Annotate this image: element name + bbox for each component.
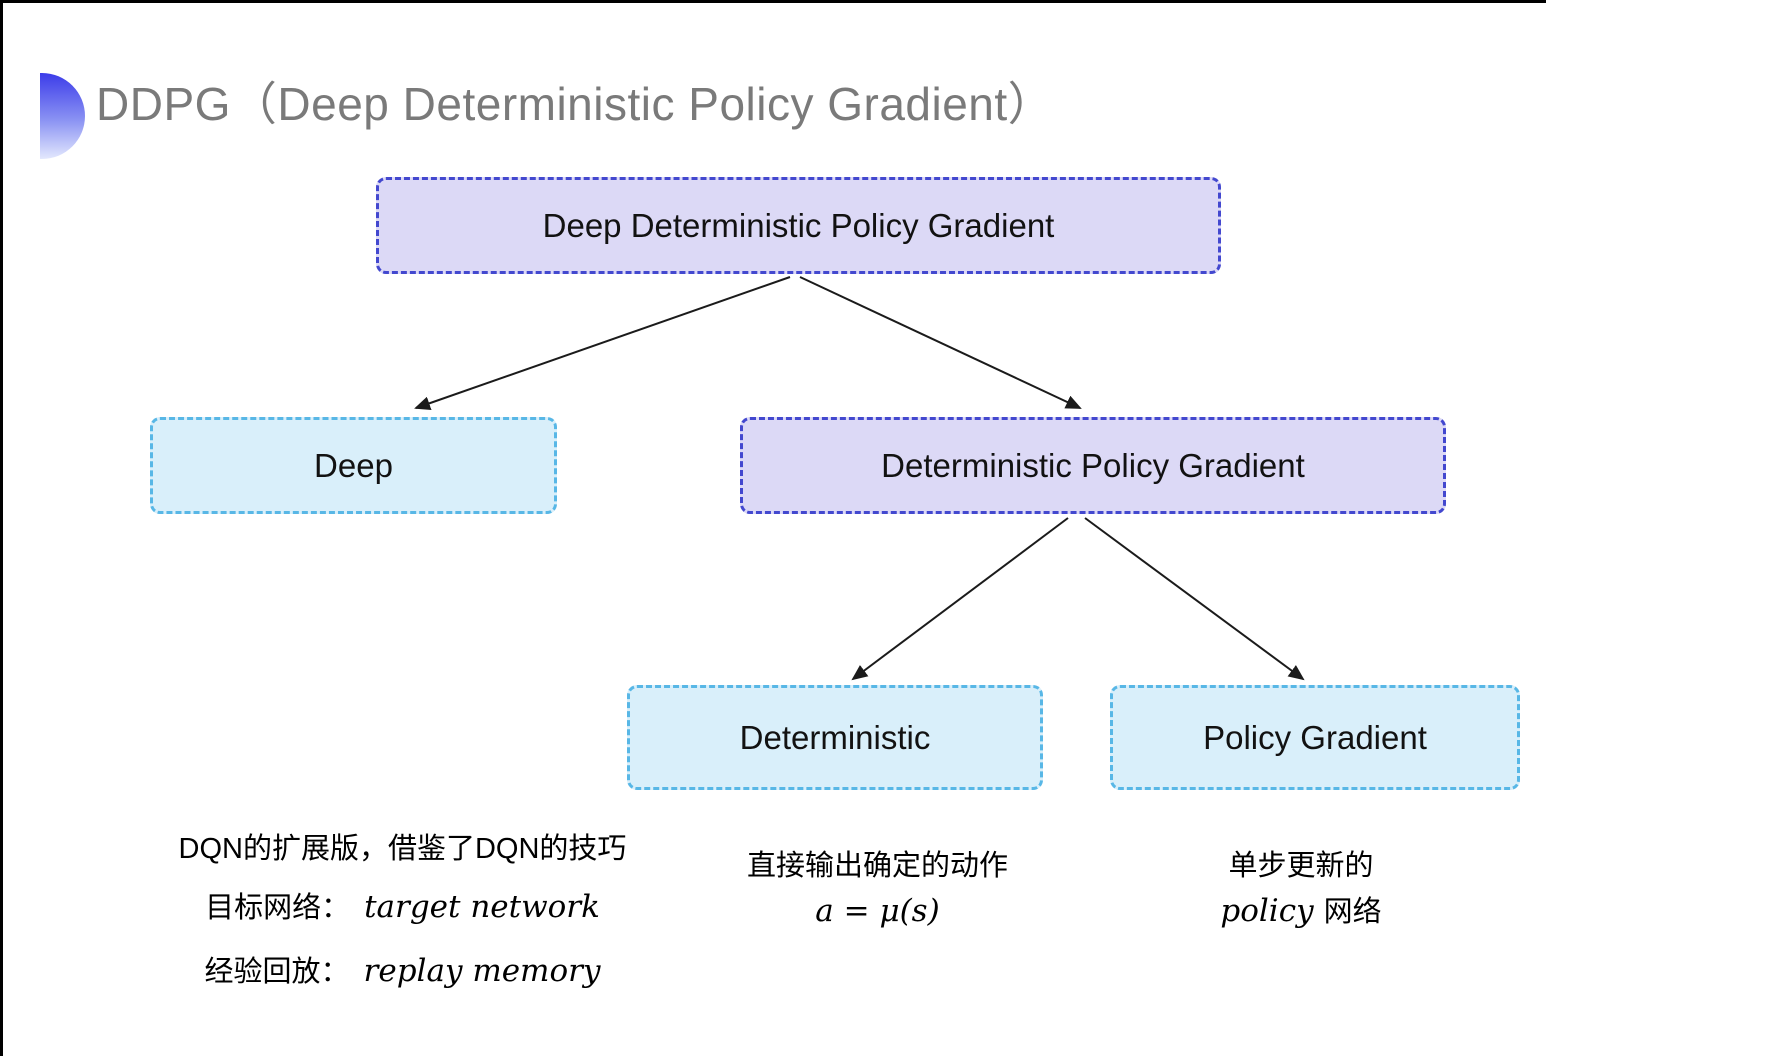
note-policy-gradient-suffix: 网络: [1323, 896, 1382, 928]
node-deep-deterministic-policy-gradient: Deep Deterministic Policy Gradient: [376, 177, 1221, 274]
note-deep-line2-label: 目标网络：: [205, 892, 351, 924]
arrow-root-to-dpg: [799, 276, 1082, 409]
note-deterministic: 直接输出确定的动作 a = μ(s): [690, 846, 1065, 934]
note-deep-line2-term: target network: [364, 889, 600, 925]
note-deep-line3-label: 经验回放：: [204, 956, 350, 988]
frame-top-line: [0, 0, 1546, 3]
note-policy-gradient-line1: 单步更新的: [1228, 850, 1374, 882]
page-title: DDPG（Deep Deterministic Policy Gradient）: [96, 78, 1055, 130]
note-deep-line2: 目标网络： target network: [125, 878, 680, 942]
node-deep: Deep: [150, 417, 557, 514]
node-deterministic-label: Deterministic: [739, 718, 931, 756]
note-policy-gradient-term: policy: [1220, 893, 1314, 929]
node-deterministic-policy-gradient: Deterministic Policy Gradient: [740, 417, 1446, 514]
note-policy-gradient-line2: policy 网络: [1115, 888, 1487, 940]
frame-left-line: [0, 0, 3, 1056]
note-deep-line3-term: replay memory: [363, 953, 601, 989]
node-deterministic: Deterministic: [627, 685, 1043, 790]
note-deep-line1: DQN的扩展版，借鉴了DQN的技巧: [178, 833, 627, 865]
node-deep-label: Deep: [314, 446, 393, 484]
node-policy-gradient-label: Policy Gradient: [1203, 718, 1427, 756]
note-policy-gradient: 单步更新的 policy 网络: [1115, 846, 1487, 940]
note-deep-line3: 经验回放： replay memory: [125, 942, 680, 1006]
arrow-dpg-to-policy-gradient: [1084, 517, 1305, 681]
node-policy-gradient: Policy Gradient: [1110, 685, 1520, 790]
note-deep: DQN的扩展版，借鉴了DQN的技巧 目标网络： target network 经验…: [125, 820, 680, 1006]
node-root-label: Deep Deterministic Policy Gradient: [542, 206, 1055, 244]
note-deterministic-line1: 直接输出确定的动作: [746, 850, 1008, 882]
note-deterministic-formula: a = μ(s): [815, 893, 940, 929]
arrow-dpg-to-deterministic: [851, 517, 1069, 681]
node-dpg-label: Deterministic Policy Gradient: [881, 446, 1305, 484]
arrow-root-to-deep: [414, 276, 791, 410]
